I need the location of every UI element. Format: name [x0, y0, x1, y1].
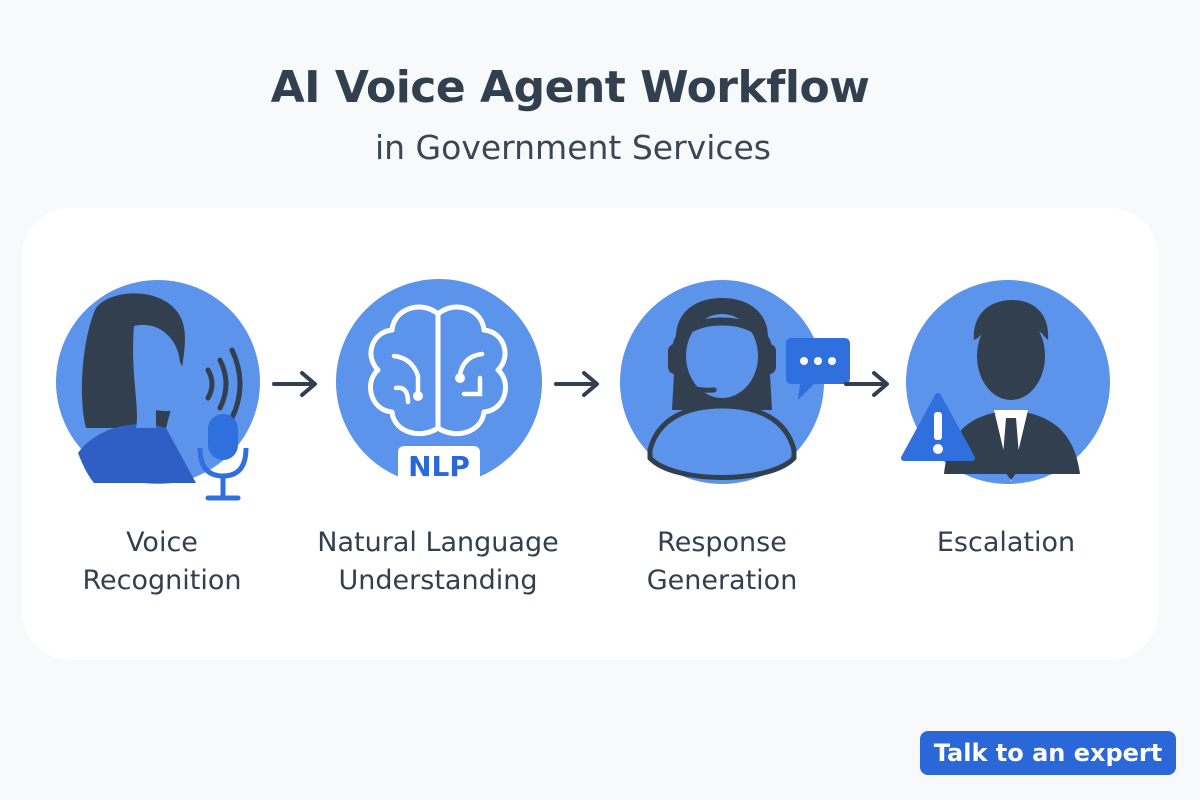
step-label-escalation: Escalation: [936, 527, 1076, 558]
step-label-response-generation: Response Generation: [646, 527, 798, 596]
page-title: AI Voice Agent Workflow: [270, 62, 870, 113]
voice-recognition-icon: [56, 280, 260, 501]
arrow-right-icon: [272, 371, 317, 397]
brain-nlp-icon: [336, 279, 542, 488]
arrow-right-icon: [554, 371, 599, 397]
talk-to-expert-button[interactable]: Talk to an expert: [920, 731, 1176, 775]
headset-agent-chat-icon: [620, 280, 850, 484]
step-label-natural-language-understanding: Natural Language Understanding: [317, 527, 559, 596]
businessman-warning-icon: [901, 280, 1110, 484]
page-subtitle: in Government Services: [374, 128, 772, 167]
nlp-badge-text: NLP: [408, 450, 470, 483]
step-label-voice-recognition: Voice Recognition: [82, 527, 242, 596]
arrow-right-icon: [844, 371, 889, 397]
